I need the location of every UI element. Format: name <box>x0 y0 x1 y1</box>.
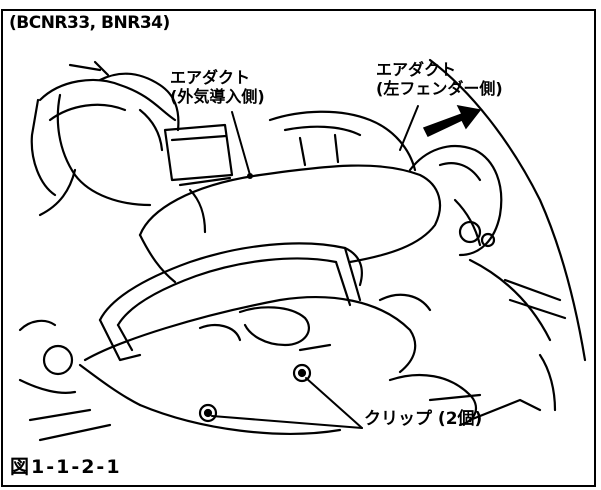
figure-caption: 図1-1-2-1 <box>10 456 122 478</box>
direction-arrow-icon <box>422 104 482 137</box>
callout-clip: クリップ (2個) <box>364 409 483 429</box>
callout-air-duct-intake-line2: (外気導入側) <box>170 87 265 106</box>
callout-air-duct-fender-line2: (左フェンダー側) <box>376 79 503 98</box>
callout-air-duct-intake: エアダクト (外気導入側) <box>170 68 265 106</box>
model-label: (BCNR33, BNR34) <box>9 13 170 33</box>
callout-air-duct-fender-line1: エアダクト <box>376 60 457 79</box>
callout-air-duct-fender: エアダクト (左フェンダー側) <box>376 60 503 98</box>
callout-air-duct-intake-line1: エアダクト <box>170 68 251 87</box>
figure-frame <box>1 9 596 487</box>
